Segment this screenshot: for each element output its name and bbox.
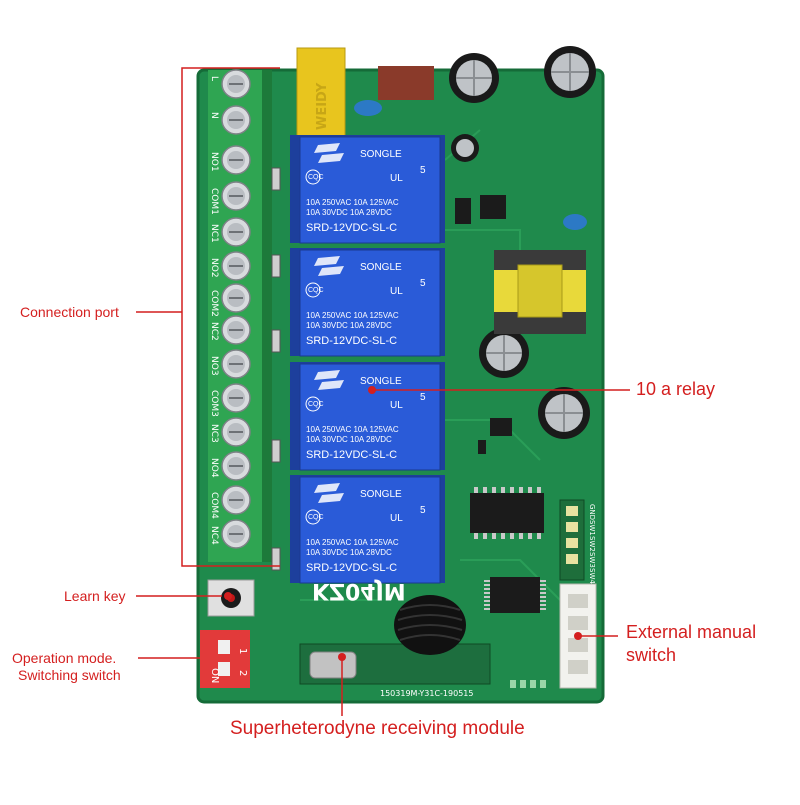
terminal-screw	[221, 451, 251, 481]
terminal-screw	[221, 383, 251, 413]
header-label: SW2	[588, 536, 596, 552]
relay-rating-line1: 10A 250VAC 10A 125VAC	[306, 425, 399, 434]
board-model-text: KZ04JM	[312, 578, 406, 603]
header-label: SW1	[588, 520, 596, 536]
terminal-screw	[221, 315, 251, 345]
relay-rating-line2: 10A 30VDC 10A 28VDC	[306, 208, 392, 217]
electrolytic-capacitor	[538, 387, 590, 439]
header-label: SW4	[588, 568, 596, 584]
header-label: SW3	[588, 552, 596, 568]
terminal-label: NC3	[209, 424, 219, 443]
terminal-screw	[221, 69, 251, 99]
learn-key-label: Learn key	[64, 588, 126, 604]
terminal-label: N	[209, 112, 219, 119]
electrolytic-capacitor	[451, 134, 479, 162]
transformer	[494, 250, 586, 334]
relay-mark-5: 5	[420, 165, 426, 176]
terminal-screw	[221, 181, 251, 211]
relay-brand-text: SONGLE	[360, 489, 402, 500]
relay-mark-5: 5	[420, 392, 426, 403]
terminal-screw	[221, 105, 251, 135]
relay-brand-text: SONGLE	[360, 149, 402, 160]
terminal-label: NO3	[209, 356, 219, 376]
relay-mark-5: 5	[420, 278, 426, 289]
electrolytic-capacitor	[449, 53, 499, 103]
dip-position-2: 2	[237, 670, 248, 676]
relay-rating-line2: 10A 30VDC 10A 28VDC	[306, 435, 392, 444]
terminal-label: NC4	[209, 526, 219, 545]
connection-port-bracket	[181, 67, 280, 567]
decoder-ic	[470, 487, 544, 539]
superheterodyne-receiver-module	[299, 643, 491, 685]
relay-rating-line2: 10A 30VDC 10A 28VDC	[306, 321, 392, 330]
relay-rating-line2: 10A 30VDC 10A 28VDC	[306, 548, 392, 557]
external-switch-label: External manual	[626, 622, 757, 642]
relay-cqc-mark: CQC	[308, 174, 324, 181]
relay-brand-text: SONGLE	[360, 262, 402, 273]
terminal-screw	[221, 145, 251, 175]
terminal-label: NO2	[209, 258, 219, 278]
capacitor-brand-text: WEIDY	[315, 82, 330, 130]
terminal-screw	[221, 251, 251, 281]
relay-cqc-mark: CQC	[308, 287, 324, 294]
relay-rating-line1: 10A 250VAC 10A 125VAC	[306, 538, 399, 547]
terminal-label: NC1	[209, 224, 219, 243]
terminal-screws	[221, 69, 251, 549]
relay-mark-5: 5	[420, 505, 426, 516]
terminal-label: NO4	[209, 458, 219, 478]
terminal-screw	[221, 485, 251, 515]
relay-cqc-mark: CQC	[308, 514, 324, 521]
terminal-label: NC2	[209, 322, 219, 341]
relay-label: 10 a relay	[636, 379, 716, 399]
electrolytic-capacitor	[479, 328, 529, 378]
mcu-ic	[484, 577, 546, 613]
terminal-label: COM2	[209, 290, 219, 317]
relay-ul-mark: UL	[390, 400, 403, 411]
relay-ul-mark: UL	[390, 173, 403, 184]
relay-model-text: SRD-12VDC-SL-C	[306, 335, 397, 347]
terminal-label: NO1	[209, 152, 219, 172]
terminal-screw	[221, 349, 251, 379]
relay-model-text: SRD-12VDC-SL-C	[306, 222, 397, 234]
dip-switch: ON 1 2	[200, 630, 250, 688]
dip-on-text: ON	[209, 668, 220, 683]
terminal-label: COM3	[209, 390, 219, 417]
x2-capacitor	[296, 47, 346, 141]
relay-ul-mark: UL	[390, 513, 403, 524]
terminal-screw	[221, 519, 251, 549]
pin-header	[559, 499, 585, 581]
dip-position-1: 1	[237, 648, 248, 654]
connection-port-label: Connection port	[20, 304, 119, 320]
receiving-module-label: Superheterodyne receiving module	[230, 718, 525, 739]
terminal-label: COM1	[209, 188, 219, 215]
terminal-screw	[221, 283, 251, 313]
terminal-screw	[221, 217, 251, 247]
operation-mode-label: Operation mode.	[12, 650, 117, 666]
switching-switch-label: Switching switch	[18, 667, 121, 683]
electrolytic-capacitor	[544, 46, 596, 98]
antenna-coil	[394, 595, 466, 655]
relay-brand-text: SONGLE	[360, 376, 402, 387]
relay-cqc-mark: CQC	[308, 401, 324, 408]
relay-ul-mark: UL	[390, 286, 403, 297]
header-label: GND	[588, 504, 596, 520]
terminal-screw	[221, 417, 251, 447]
terminal-label: L	[209, 76, 219, 81]
relay-model-text: SRD-12VDC-SL-C	[306, 562, 397, 574]
terminal-label: COM4	[209, 492, 219, 519]
relay-model-text: SRD-12VDC-SL-C	[306, 449, 397, 461]
external-switch-label-line2: switch	[626, 645, 677, 665]
relay-rating-line1: 10A 250VAC 10A 125VAC	[306, 311, 399, 320]
relay-rating-line1: 10A 250VAC 10A 125VAC	[306, 198, 399, 207]
pcb-id-text: 150319M-Y31C-190515	[380, 689, 473, 698]
